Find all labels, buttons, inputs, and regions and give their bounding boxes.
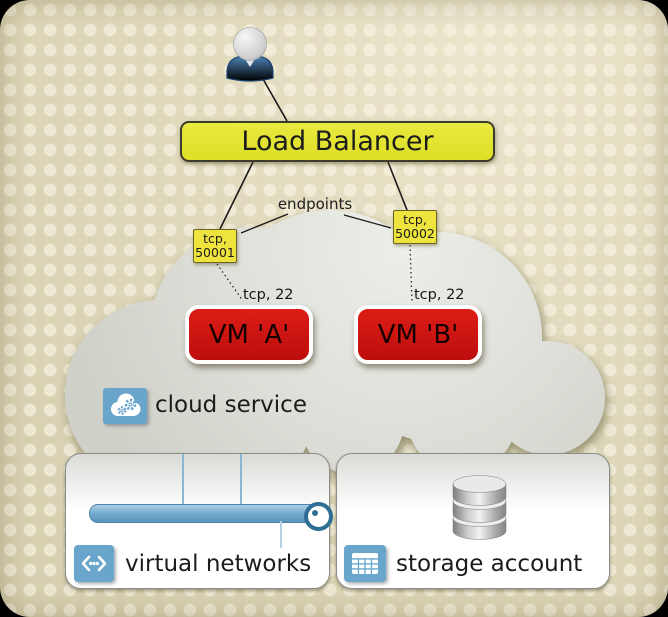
virtual-networks-icon [74,545,114,582]
storage-account-label: storage account [396,551,583,577]
vm-a-label: VM 'A' [208,319,290,350]
virtual-networks-panel: virtual networks [65,453,333,589]
endpoint-a-port: 50001 [195,245,235,260]
network-link-line [240,454,242,505]
network-bus-bar [89,504,325,523]
endpoint-a-to-vm-a-dotted-line [216,263,244,302]
cloud-gears-icon [103,388,147,424]
network-link-line [182,454,184,505]
virtual-networks-label: virtual networks [125,551,312,577]
lb-to-endpoint-b-line [387,161,408,211]
table-icon [344,545,386,582]
endpoints-label: endpoints [277,195,353,213]
cloud-shape [65,210,605,490]
endpoint-a-protocol: tcp, [203,230,227,246]
lb-to-endpoint-a-line [219,161,254,230]
endpoint-b-protocol: tcp, [403,211,427,227]
ssh-port-label-a: tcp, 22 [243,287,294,303]
gear-glyphs [117,398,137,415]
load-balancer-node: Load Balancer [180,121,495,162]
endpoint-b-port: 50002 [395,226,435,241]
endpoint-a-node: tcp, 50001 [193,229,237,263]
network-drop-line [280,521,282,548]
endpoint-b-node: tcp, 50002 [393,210,437,244]
ssh-port-label-b: tcp, 22 [414,287,465,303]
network-endpoint-node [304,502,333,531]
endpoints-callout-a-line [240,213,289,234]
storage-account-panel: storage account [336,453,610,589]
load-balancer-label: Load Balancer [241,126,434,157]
database-icon [451,474,508,544]
vm-a-node: VM 'A' [185,305,313,364]
vm-b-node: VM 'B' [354,305,482,364]
endpoint-b-to-vm-b-dotted-line [409,244,413,302]
endpoints-callout-b-line [343,214,392,229]
person-icon [226,27,274,82]
vm-b-label: VM 'B' [377,319,459,350]
cloud-service-label: cloud service [155,392,307,418]
